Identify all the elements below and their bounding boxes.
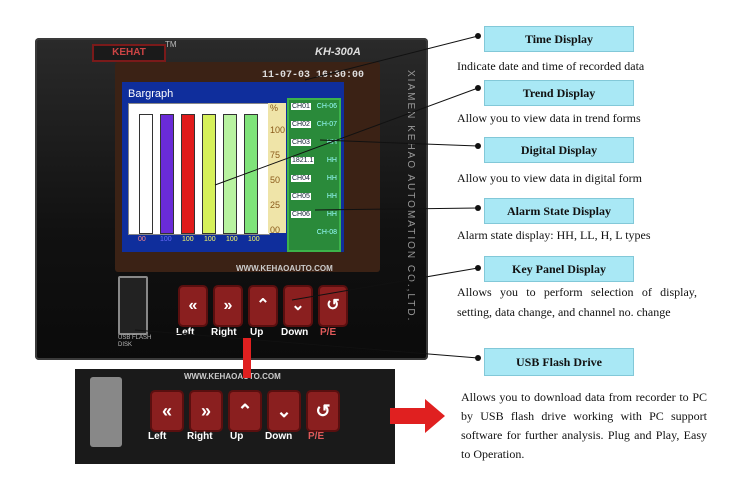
bar-value-label: 100	[226, 236, 238, 243]
bar-value-label: 100	[204, 236, 216, 243]
usb-port[interactable]	[118, 276, 148, 335]
left-button-label: Left	[176, 327, 195, 338]
channel-value: CH02	[291, 121, 311, 128]
bar-2	[160, 114, 174, 234]
closeup-right-button[interactable]: »	[189, 390, 223, 432]
channel-value: CH05	[291, 193, 311, 200]
manufacturer-text: XIAMEN KEHAO AUTOMATION CO.,LTD.	[405, 70, 416, 323]
closeup-left-button-label: Left	[148, 431, 167, 442]
closeup-down-button[interactable]: ⌄	[267, 390, 301, 432]
right-button[interactable]: »	[213, 285, 243, 327]
model-label: KH-300A	[315, 46, 361, 58]
trend-display-label: Trend Display	[484, 80, 634, 106]
y-tick: 25	[270, 200, 281, 210]
channel-state: HH	[326, 211, 337, 218]
channel-value: CH06	[291, 211, 311, 218]
time-display-desc: Indicate date and time of recorded data	[457, 59, 645, 73]
closeup-pe-button-label: P/E	[308, 431, 325, 442]
digital-display-label: Digital Display	[484, 137, 634, 163]
left-button[interactable]: «	[178, 285, 208, 327]
bar-value-label: 100	[182, 236, 194, 243]
down-button[interactable]: ⌄	[283, 285, 313, 327]
closeup-right-button-label: Right	[187, 431, 213, 442]
bar-values: 00 100 100 100 100 100	[130, 236, 280, 248]
channel-value: CH04	[291, 175, 311, 182]
closeup-left-button[interactable]: «	[150, 390, 184, 432]
y-tick: 00	[270, 225, 281, 235]
right-button-label: Right	[211, 327, 237, 338]
closeup-up-button-label: Up	[230, 431, 244, 442]
pe-button-label: P/E	[320, 327, 337, 338]
website-label: WWW.KEHAOAUTO.COM	[236, 264, 333, 273]
y-tick: 50	[270, 175, 281, 185]
trend-display-desc: Allow you to view data in trend forms	[457, 111, 641, 125]
channel-state: CH-06	[316, 103, 337, 110]
channel-value: CH03	[291, 139, 311, 146]
channel-row: CH04 HH	[291, 175, 337, 189]
y-axis: % 100 75 50 25 00	[268, 103, 286, 235]
up-button-label: Up	[250, 327, 264, 338]
channel-state: CH-08	[316, 229, 337, 236]
usb-flash-drive-icon	[90, 377, 122, 447]
channel-value: 1821.1	[291, 157, 315, 164]
closeup-website-label: WWW.KEHAOAUTO.COM	[184, 372, 281, 381]
channel-state: CH-07	[316, 121, 337, 128]
channel-row: CH02 CH-07	[291, 121, 337, 135]
channel-row: CH01 CH-06	[291, 103, 337, 117]
closeup-up-button[interactable]: ⌃	[228, 390, 262, 432]
channel-row: CH-08	[291, 229, 337, 243]
unit-label: %	[270, 103, 279, 113]
channel-state: HH	[326, 175, 337, 182]
channel-state: HH	[326, 157, 337, 164]
closeup-down-button-label: Down	[265, 431, 293, 442]
bar-1	[139, 114, 153, 234]
bar-3	[181, 114, 195, 234]
bar-4	[202, 114, 216, 234]
y-tick: 100	[270, 125, 286, 135]
trademark-mark: TM	[165, 40, 177, 49]
screen-title: Bargraph	[128, 88, 174, 100]
bar-5	[223, 114, 237, 234]
usb-flash-label: USB Flash Drive	[484, 348, 634, 376]
alarm-state-desc: Alarm state display: HH, LL, H, L types	[457, 228, 651, 242]
time-readout: 11-07-03 16:30:00	[262, 70, 365, 81]
channel-row: CH03 HH	[291, 139, 337, 153]
bar-value-label: 00	[138, 236, 146, 243]
usb-label: USB FLASH DISK	[118, 335, 152, 348]
bar-value-label: 100	[248, 236, 260, 243]
bar-value-label: 100	[160, 236, 172, 243]
channel-state: HH	[326, 193, 337, 200]
channel-row: 1821.1 HH	[291, 157, 337, 171]
key-panel-label: Key Panel Display	[484, 256, 634, 282]
brand-logo: KEHAT	[92, 44, 166, 62]
channel-state: HH	[326, 139, 337, 146]
alarm-state-label: Alarm State Display	[484, 198, 634, 224]
channel-value: CH01	[291, 103, 311, 110]
key-panel-desc: Allows you to perform selection of displ…	[457, 285, 697, 319]
y-tick: 75	[270, 150, 281, 160]
up-button[interactable]: ⌃	[248, 285, 278, 327]
channel-row: CH05 HH	[291, 193, 337, 207]
time-display-label: Time Display	[484, 26, 634, 52]
channel-row: CH06 HH	[291, 211, 337, 225]
down-button-label: Down	[281, 327, 309, 338]
usb-flash-desc: Allows you to download data from recorde…	[461, 390, 707, 461]
closeup-pe-button[interactable]: ↺	[306, 390, 340, 432]
digital-display-desc: Allow you to view data in digital form	[457, 171, 642, 185]
pe-button[interactable]: ↺	[318, 285, 348, 327]
